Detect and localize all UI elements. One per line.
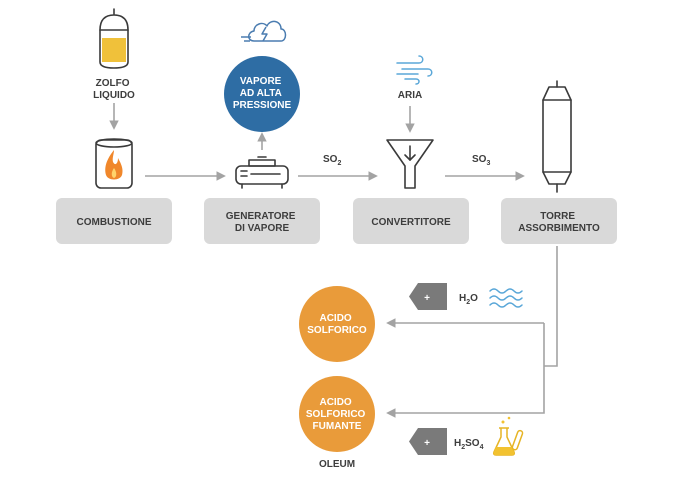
combustione-box [56, 198, 172, 244]
convertitore-box [353, 198, 469, 244]
flask-icon [493, 416, 524, 456]
oleum-label: OLEUM [319, 459, 355, 470]
h2o-label: H2O [459, 293, 478, 306]
generatore-box [204, 198, 320, 244]
torre-box [501, 198, 617, 244]
acido-solforico-circle [299, 286, 375, 362]
plus-chevron-icon-2 [409, 428, 447, 455]
convertitore-label: CONVERTITORE [371, 217, 451, 228]
torre-label: TORRE ASSORBIMENTO [518, 211, 600, 234]
vapore-alta-pressione-circle [224, 56, 300, 132]
tank-icon [99, 8, 129, 69]
tower-icon [542, 80, 572, 193]
aria-label: ARIA [398, 90, 422, 101]
vapore-alta-pressione-label: VAPORE AD ALTA PRESSIONE [233, 76, 292, 111]
steam-generator-icon [235, 156, 289, 189]
plus-water: + [424, 293, 430, 304]
connectors [109, 103, 558, 418]
funnel-icon [386, 139, 434, 189]
acido-solforico-label: ACIDO SOLFORICO [307, 313, 367, 336]
plus-acid: + [424, 438, 430, 449]
plus-chevron-icon [409, 283, 447, 310]
acido-solforico-fumante-label: ACIDO SOLFORICO FUMANTE [306, 397, 368, 432]
acido-solforico-fumante-circle [299, 376, 375, 452]
label-so2: SO2 [323, 154, 341, 167]
cloud-icon [241, 20, 287, 42]
generatore-label: GENERATORE DI VAPORE [226, 211, 298, 234]
h2so4-label: H2SO4 [454, 438, 484, 451]
wind-icon [396, 55, 433, 85]
zolfo-liquido-label: ZOLFO LIQUIDO [93, 78, 135, 101]
arrow-to-acido-fumante [386, 323, 545, 418]
combustione-label: COMBUSTIONE [77, 217, 152, 228]
flame-icon [95, 138, 133, 189]
label-so3: SO3 [472, 154, 490, 167]
connector-tower-down [544, 246, 558, 367]
water-wave-icon [489, 288, 523, 308]
